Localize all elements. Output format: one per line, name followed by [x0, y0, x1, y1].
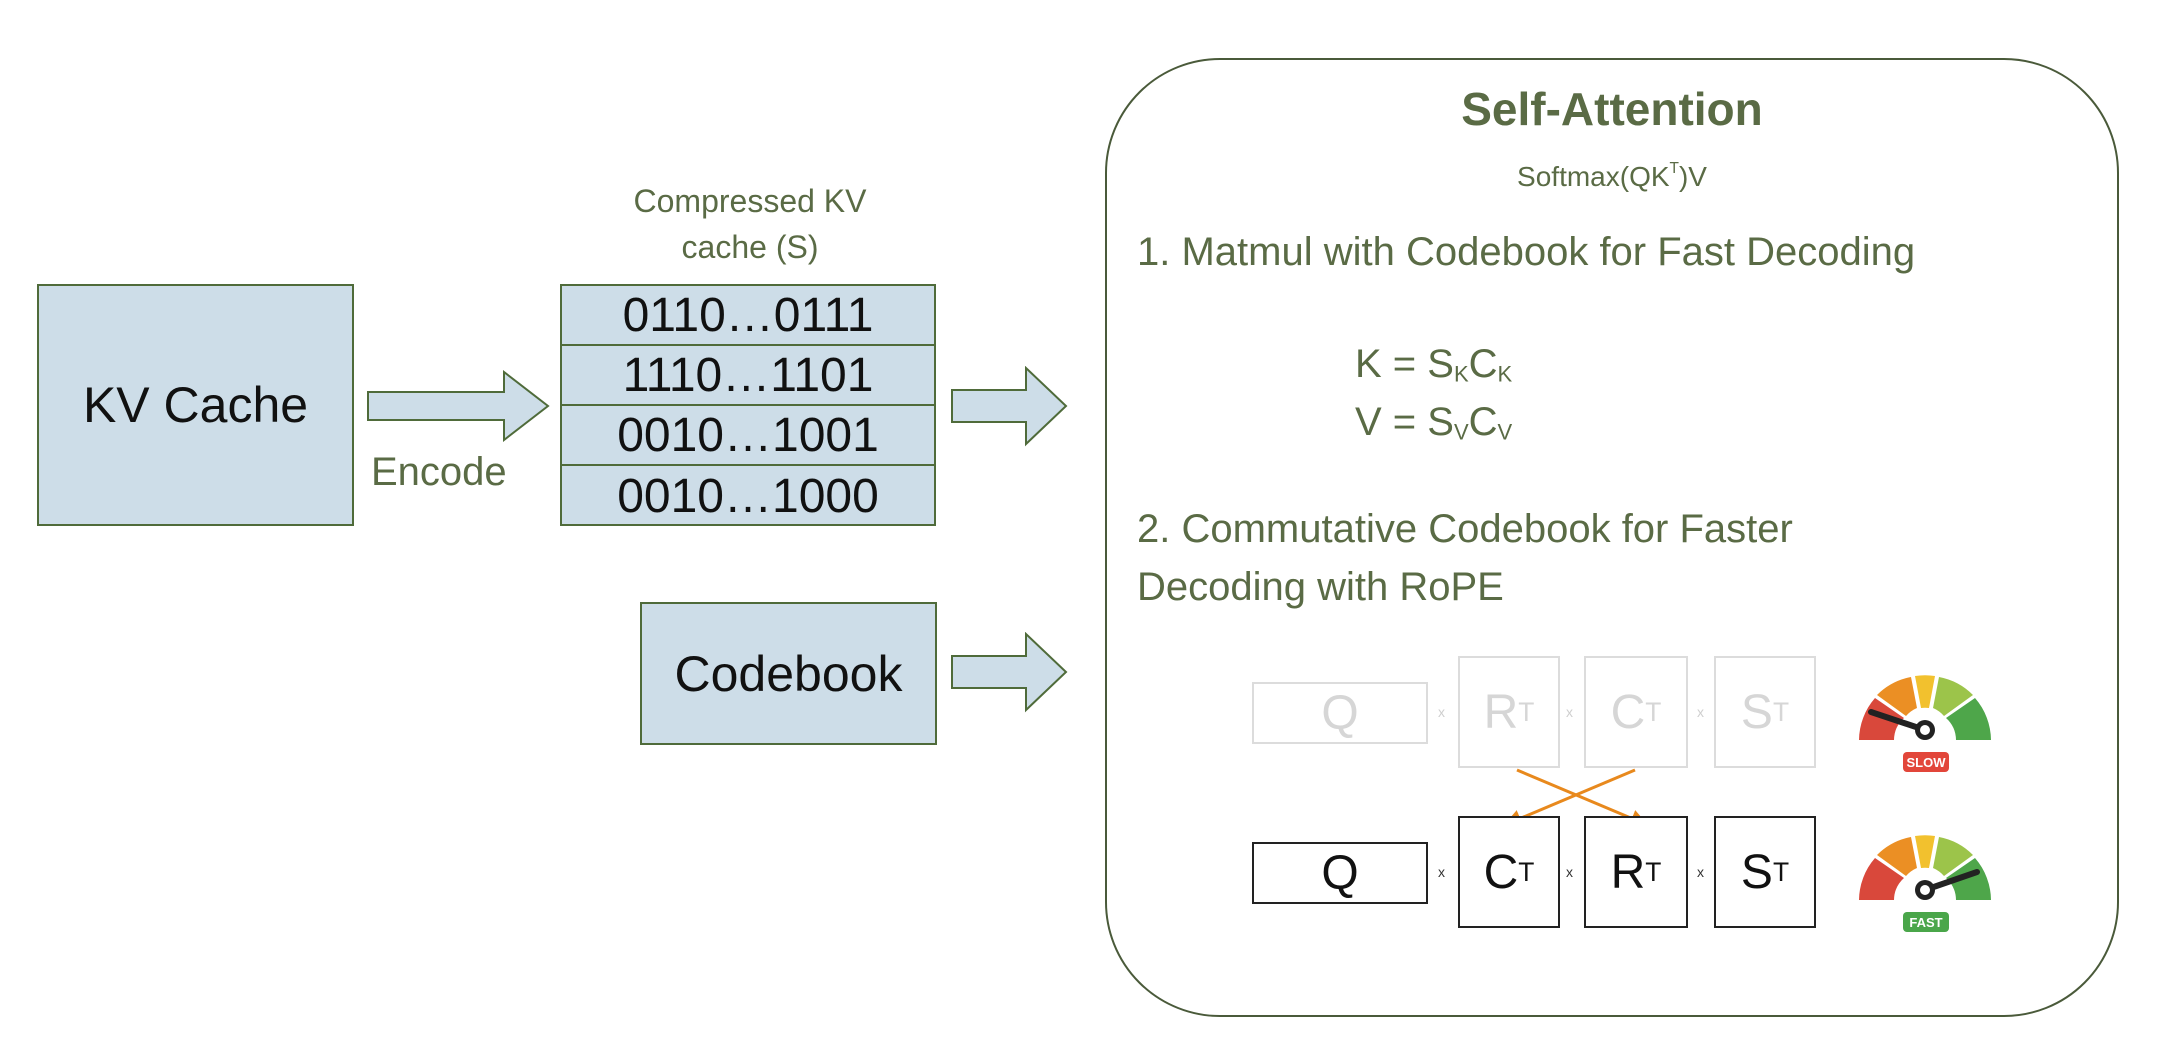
- self-attention-formula: Softmax(QKT)V: [1107, 160, 2117, 193]
- swap-arrow-left: [1503, 768, 1636, 827]
- kv-to-attention-arrow: [951, 366, 1068, 447]
- step2-line1: 2. Commutative Codebook for Faster: [1137, 507, 1793, 551]
- fast-rt-sup: T: [1645, 856, 1662, 887]
- fast-st-sup: T: [1772, 856, 1790, 887]
- slow-q-label: Q: [1321, 686, 1359, 740]
- slow-gauge-icon: [1859, 675, 1991, 740]
- formula-sup: T: [1669, 160, 1679, 177]
- slow-st-sup: T: [1772, 696, 1790, 727]
- fast-ct-sup: T: [1518, 856, 1535, 887]
- compressed-kv-box: 0110…0111 1110…1101 0010…1001 0010…1000: [560, 284, 936, 526]
- code-row: 0110…0111: [562, 286, 934, 346]
- formula-suffix: )V: [1678, 161, 1707, 193]
- code-row: 0010…1000: [617, 469, 879, 523]
- times-sign: x: [1438, 704, 1445, 720]
- fast-badge: FAST: [1903, 912, 1949, 932]
- times-sign: x: [1438, 864, 1445, 880]
- encode-label: Encode: [371, 450, 507, 494]
- eq-v-lhs: V = S: [1355, 400, 1454, 444]
- step2-line2: Decoding with RoPE: [1137, 565, 1504, 609]
- encode-arrow: [367, 370, 550, 442]
- step2-text: 2. Commutative Codebook for Faster Decod…: [1137, 500, 1793, 616]
- times-sign: x: [1697, 864, 1704, 880]
- slow-rt-label: R: [1483, 685, 1519, 739]
- slow-ct-sup: T: [1645, 696, 1662, 727]
- self-attention-panel: Self-Attention Softmax(QKT)V 1. Matmul w…: [1105, 58, 2119, 1017]
- eq-k-sub1: K: [1453, 361, 1469, 387]
- eq-k-lhs: K = S: [1355, 342, 1454, 386]
- fast-st-label: S: [1740, 845, 1773, 899]
- fast-rt-label: R: [1610, 845, 1646, 899]
- kv-cache-label: KV Cache: [82, 377, 309, 433]
- equation-k: K = SKCK: [1355, 342, 1512, 387]
- times-sign: x: [1566, 704, 1573, 720]
- fast-gauge-icon: [1859, 835, 1991, 900]
- eq-k-sub2: K: [1497, 361, 1513, 387]
- step1-text: 1. Matmul with Codebook for Fast Decodin…: [1137, 230, 1916, 274]
- fast-ct-label: C: [1483, 845, 1519, 899]
- codebook-to-attention-arrow: [951, 632, 1068, 713]
- codebook-box: Codebook: [640, 602, 937, 745]
- formula-prefix: Softmax(QK: [1517, 161, 1670, 193]
- code-row: 0010…1001: [562, 406, 934, 466]
- equation-v: V = SVCV: [1355, 400, 1512, 445]
- slow-badge: SLOW: [1903, 752, 1949, 772]
- times-sign: x: [1566, 864, 1573, 880]
- swap-arrow-right: [1516, 768, 1649, 827]
- compressed-kv-title-line2: cache (S): [681, 229, 819, 265]
- self-attention-title: Self-Attention: [1461, 83, 1763, 135]
- eq-v-mid: C: [1468, 400, 1498, 444]
- compressed-kv-title: Compressed KV cache (S): [560, 178, 940, 270]
- slow-q-box: Q: [1252, 682, 1428, 744]
- fast-q-label: Q: [1321, 846, 1359, 900]
- eq-k-mid: C: [1468, 342, 1498, 386]
- kv-cache-box: KV Cache: [37, 284, 354, 526]
- codebook-label: Codebook: [674, 645, 903, 702]
- compressed-kv-title-line1: Compressed KV: [633, 183, 867, 219]
- fast-q-box: Q: [1252, 842, 1428, 904]
- times-sign: x: [1697, 704, 1704, 720]
- eq-v-sub2: V: [1497, 419, 1513, 445]
- swap-arrows: [1503, 768, 1649, 827]
- slow-rt-sup: T: [1518, 696, 1535, 727]
- code-row: 1110…1101: [562, 346, 934, 406]
- slow-st-label: S: [1740, 685, 1773, 739]
- eq-v-sub1: V: [1453, 419, 1469, 445]
- slow-ct-label: C: [1610, 685, 1646, 739]
